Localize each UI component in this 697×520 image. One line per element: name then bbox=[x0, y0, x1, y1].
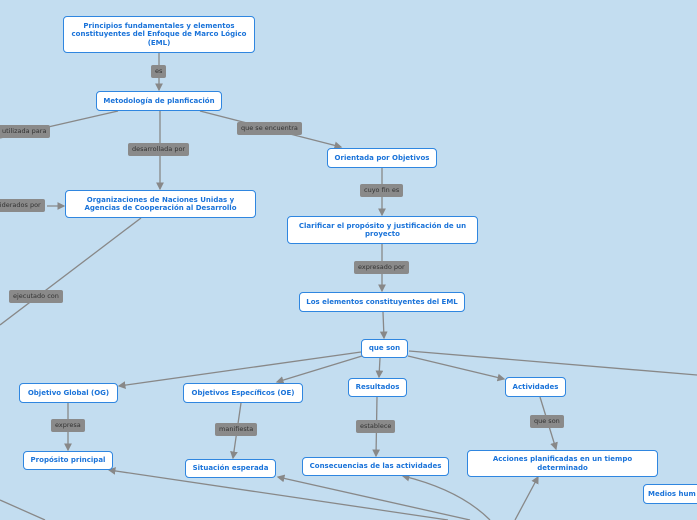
node-root[interactable]: Principios fundamentales y elementos con… bbox=[63, 16, 255, 53]
node-resultados[interactable]: Resultados bbox=[348, 378, 407, 397]
node-situacion[interactable]: Situación esperada bbox=[185, 459, 276, 478]
label-establece: establece bbox=[356, 420, 396, 433]
label-desarrollada-por: desarrollada por bbox=[128, 143, 190, 156]
node-medios[interactable]: Medios hum bbox=[643, 484, 697, 504]
node-acciones[interactable]: Acciones planificadas en un tiempo deter… bbox=[467, 450, 658, 477]
node-que-son[interactable]: que son bbox=[361, 339, 408, 358]
node-clarificar[interactable]: Clarificar el propósito y justificación … bbox=[287, 216, 478, 244]
node-elementos[interactable]: Los elementos constituyentes del EML bbox=[299, 292, 465, 312]
node-actividades[interactable]: Actividades bbox=[505, 377, 566, 397]
node-objetivo-global[interactable]: Objetivo Global (OG) bbox=[19, 383, 118, 403]
label-que-se-encuentra: que se encuentra bbox=[237, 122, 302, 135]
label-liderados-por: liderados por bbox=[0, 199, 45, 212]
label-que-son: que son bbox=[530, 415, 564, 428]
node-organizaciones[interactable]: Organizaciones de Naciones Unidas y Agen… bbox=[65, 190, 256, 218]
label-ejecutado-con: ejecutado con bbox=[9, 290, 63, 303]
node-objetivos-especificos[interactable]: Objetivos Específicos (OE) bbox=[183, 383, 303, 403]
label-utilizada-para: utilizada para bbox=[0, 125, 51, 138]
node-orientada[interactable]: Orientada por Objetivos bbox=[327, 148, 437, 168]
label-manifiesta: manifiesta bbox=[215, 423, 258, 436]
node-proposito[interactable]: Propósito principal bbox=[23, 451, 113, 470]
label-expresa: expresa bbox=[51, 419, 85, 432]
label-cuyo-fin-es: cuyo fin es bbox=[360, 184, 404, 197]
label-expresado-por: expresado por bbox=[354, 261, 409, 274]
label-es: es bbox=[151, 65, 167, 78]
node-metodologia[interactable]: Metodología de planficación bbox=[96, 91, 222, 111]
node-consecuencias[interactable]: Consecuencias de las actividades bbox=[302, 457, 449, 476]
